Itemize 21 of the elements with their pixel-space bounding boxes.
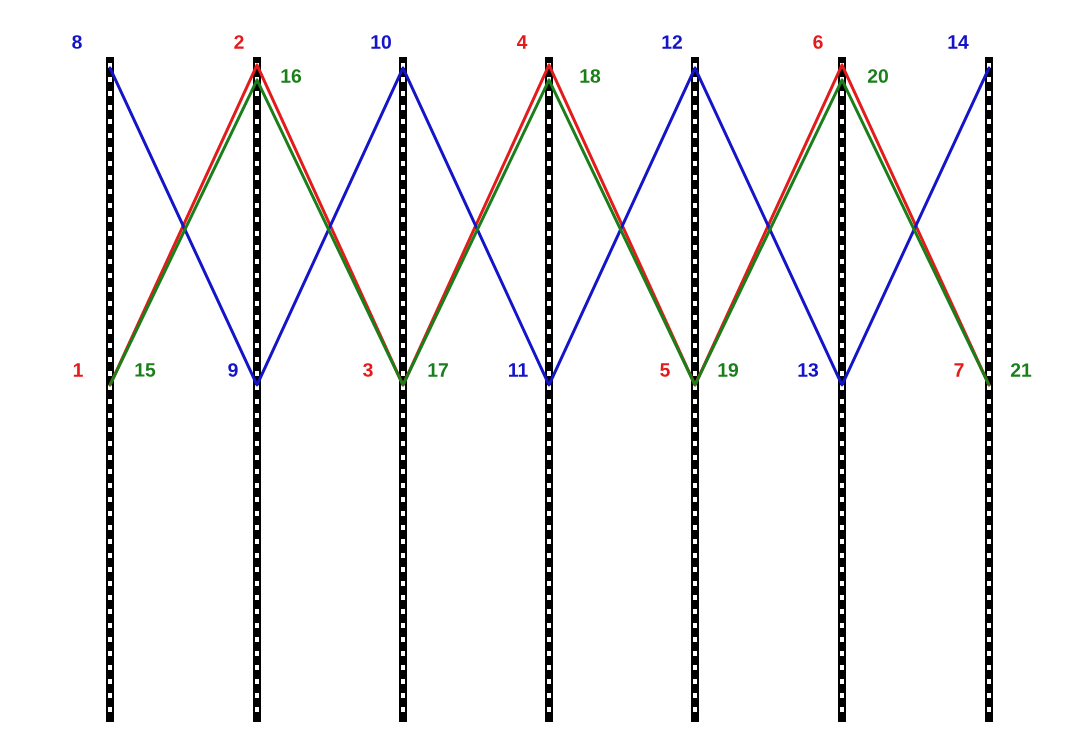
point-number: 19 (718, 363, 739, 377)
point-number: 7 (954, 363, 964, 377)
point-number: 20 (867, 69, 888, 83)
point-number: 4 (516, 35, 528, 49)
point-number: 6 (813, 35, 823, 49)
point-number: 12 (662, 35, 682, 49)
point-number: 14 (948, 35, 969, 49)
point-number: 17 (428, 363, 448, 377)
point-number: 16 (281, 69, 302, 83)
point-number: 1 (73, 363, 83, 377)
point-number: 13 (798, 363, 819, 377)
point-number: 9 (228, 363, 238, 377)
point-number: 11 (509, 363, 528, 377)
point-number: 21 (1010, 363, 1032, 377)
point-number: 18 (580, 69, 601, 83)
point-number: 5 (660, 363, 670, 377)
point-number: 15 (135, 363, 156, 377)
point-number: 2 (234, 35, 244, 49)
point-number: 10 (371, 35, 391, 49)
point-number: 8 (72, 35, 82, 49)
point-number: 3 (363, 363, 373, 377)
